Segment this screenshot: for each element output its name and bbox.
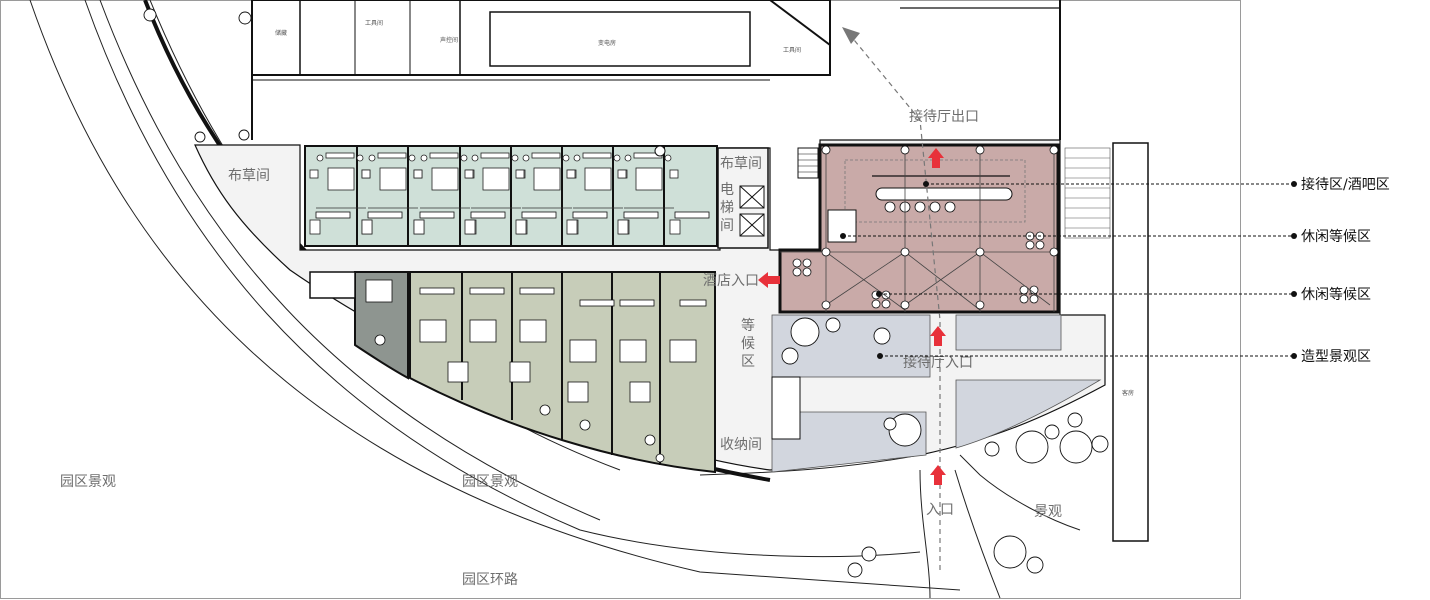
guest-rooms-south [354, 271, 716, 474]
east-building [1112, 142, 1149, 542]
callout-lounge-waiting-2: 休闲等候区 [876, 286, 1371, 303]
red-arrows [758, 148, 946, 485]
arrow-up-entrance [930, 465, 946, 485]
landscape-zone-4 [955, 379, 1102, 449]
label-entrance: 入口 [926, 502, 954, 518]
svg-text:客房: 客房 [1122, 389, 1134, 397]
svg-text:梯: 梯 [720, 200, 734, 216]
callout-feature-landscape: 造型景观区 [877, 349, 1371, 365]
bar-counter [875, 187, 1013, 201]
label-linen-room-right: 布草间 [720, 156, 762, 172]
svg-text:等: 等 [741, 317, 755, 334]
landscape-zone-2 [955, 314, 1062, 351]
label-park-landscape-left: 园区景观 [60, 474, 116, 490]
svg-text:区: 区 [741, 354, 755, 370]
label-landscape: 景观 [1034, 504, 1062, 520]
callout-text-reception-bar: 接待区/酒吧区 [1301, 176, 1390, 193]
svg-text:变电房: 变电房 [598, 39, 616, 47]
guest-rooms-north [304, 145, 718, 247]
stair [1064, 147, 1111, 239]
reception-zone [778, 143, 1060, 314]
label-reception-entrance: 接待厅入口 [903, 354, 973, 371]
label-park-landscape-center: 园区景观 [462, 474, 518, 490]
trees [143, 8, 1109, 578]
svg-text:候: 候 [741, 336, 755, 352]
label-reception-exit: 接待厅出口 [909, 108, 979, 125]
arrow-up-reception-entrance [930, 326, 946, 346]
arrow-up-reception-exit [928, 148, 944, 168]
service-room-left [309, 271, 356, 299]
svg-text:储藏: 储藏 [275, 29, 287, 37]
label-hotel-entrance: 酒店入口 [703, 273, 759, 289]
callout-lounge-waiting-1: 休闲等候区 [840, 228, 1371, 245]
path-arrow-head [842, 27, 860, 44]
callout-text-lounge-waiting-1: 休闲等候区 [1301, 228, 1371, 245]
callout-text-feature-landscape: 造型景观区 [1301, 349, 1371, 365]
svg-text:声控间: 声控间 [440, 36, 458, 44]
label-storage-room: 收纳间 [720, 437, 762, 453]
svg-text:工具间: 工具间 [783, 46, 801, 54]
label-park-ring-road: 园区环路 [462, 572, 518, 588]
arrow-left-hotel-entrance [758, 272, 780, 288]
callout-text-lounge-waiting-2: 休闲等候区 [1301, 286, 1371, 303]
north-service-block: 储藏 工具间 声控间 变电房 工具间 [251, 0, 831, 140]
bar-stools [884, 201, 956, 213]
svg-text:工具间: 工具间 [365, 19, 383, 27]
label-waiting-area: 等 候 区 [741, 317, 755, 370]
label-elevator: 电 梯 间 [720, 182, 734, 234]
svg-text:间: 间 [720, 218, 734, 234]
callout-reception-bar: 接待区/酒吧区 [923, 176, 1390, 193]
label-linen-room-left: 布草间 [228, 168, 270, 184]
svg-text:电: 电 [720, 182, 734, 198]
circulation-path [849, 34, 941, 570]
